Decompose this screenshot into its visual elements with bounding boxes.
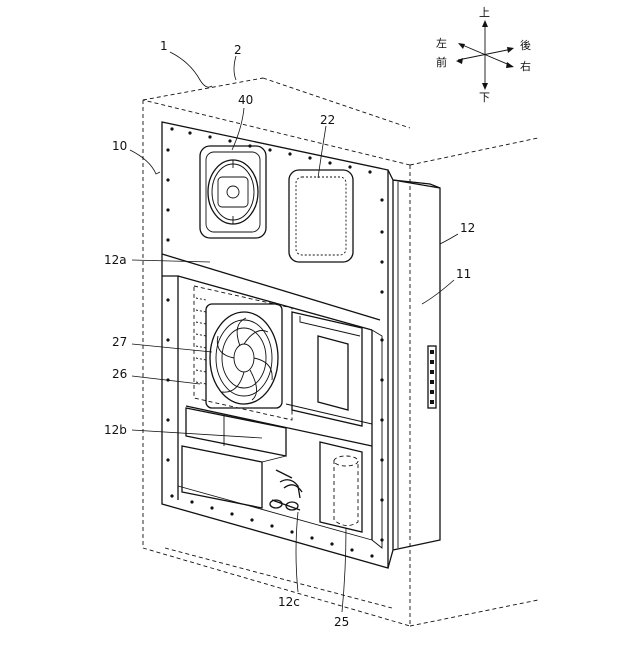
upper-fan-unit <box>200 146 266 238</box>
leader-12b <box>132 430 262 438</box>
lower-bottom-frame <box>178 486 372 540</box>
rear-arrowhead <box>507 47 514 53</box>
direction-rear-label: 後 <box>520 38 531 52</box>
receiver-tank-top <box>334 456 358 466</box>
leader-2 <box>234 56 236 80</box>
condenser-fan-hub <box>234 344 254 372</box>
lower-left-frame <box>162 276 178 500</box>
upper-fan-center <box>227 186 239 198</box>
label-12c: 12c <box>278 595 300 609</box>
lower-compartment <box>162 276 382 548</box>
direction-right-label: 右 <box>520 59 531 73</box>
receiver-tank-outline <box>334 460 358 526</box>
compressor-box-top <box>262 456 286 462</box>
refrigerant-piping <box>270 470 302 510</box>
receiver-box <box>320 442 362 532</box>
label-10: 10 <box>112 139 127 153</box>
leader-1 <box>170 52 212 87</box>
control-box-window <box>318 336 348 410</box>
label-11: 11 <box>456 267 471 281</box>
upper-panel-bolts <box>166 127 383 293</box>
condenser-fan-ring-2 <box>222 328 266 388</box>
label-1: 1 <box>160 39 168 53</box>
window-frame <box>289 170 353 262</box>
leader-27 <box>132 344 212 352</box>
enclosure-inner-top-edge <box>143 100 410 165</box>
enclosure-bottom-edge <box>143 548 410 626</box>
front-arrowhead <box>458 43 465 49</box>
label-12b: 12b <box>104 423 127 437</box>
side-connector <box>428 346 436 408</box>
leader-25 <box>342 528 346 612</box>
enclosure-top-right-edge <box>410 138 538 165</box>
label-40: 40 <box>238 93 253 107</box>
enclosure-top-left-edge <box>263 78 410 128</box>
upper-panel-bottom-edge <box>162 254 380 320</box>
condenser-fan-guard <box>210 312 278 404</box>
connector-pins <box>430 350 434 404</box>
label-12a: 12a <box>104 253 127 267</box>
label-26: 26 <box>112 367 127 381</box>
leader-12 <box>440 234 458 244</box>
leader-12c <box>296 512 298 592</box>
label-22: 22 <box>320 113 335 127</box>
down-arrowhead <box>482 83 488 90</box>
leader-10 <box>130 150 160 174</box>
label-25: 25 <box>334 615 349 629</box>
leader-26 <box>132 376 200 384</box>
direction-down-label: 下 <box>479 91 490 104</box>
label-12: 12 <box>460 221 475 235</box>
lower-top-frame <box>178 276 372 330</box>
front-plate-thickness <box>388 170 393 568</box>
inspection-window <box>289 170 353 262</box>
direction-left-label: 左 <box>436 37 447 50</box>
direction-compass: 上 下 左 前 後 右 <box>436 6 531 104</box>
upper-fan-hub <box>218 177 248 207</box>
leader-12a <box>132 260 210 262</box>
up-arrowhead <box>482 20 488 27</box>
leader-11 <box>422 280 454 304</box>
condenser-fan-ring-1 <box>216 320 272 396</box>
label-27: 27 <box>112 335 127 349</box>
front-right-arrow-shaft <box>460 44 512 66</box>
upper-fan-guard <box>208 160 258 224</box>
heat-exchanger-fins <box>196 298 206 384</box>
leader-lines <box>130 52 458 612</box>
leader-40 <box>232 108 244 150</box>
direction-up-label: 上 <box>479 6 490 19</box>
side-body-outline <box>393 180 440 550</box>
left-arrowhead <box>456 58 463 64</box>
control-box <box>292 312 362 426</box>
direction-front-label: 前 <box>436 55 447 69</box>
connector-block <box>428 346 436 408</box>
label-2: 2 <box>234 43 242 57</box>
enclosure-bottom-right-edge <box>410 600 538 626</box>
right-arrowhead <box>506 62 514 68</box>
panel-front-plate <box>162 122 440 568</box>
middle-shelf-back <box>286 404 372 424</box>
window-inner <box>296 177 346 255</box>
right-side-rail <box>372 330 382 548</box>
